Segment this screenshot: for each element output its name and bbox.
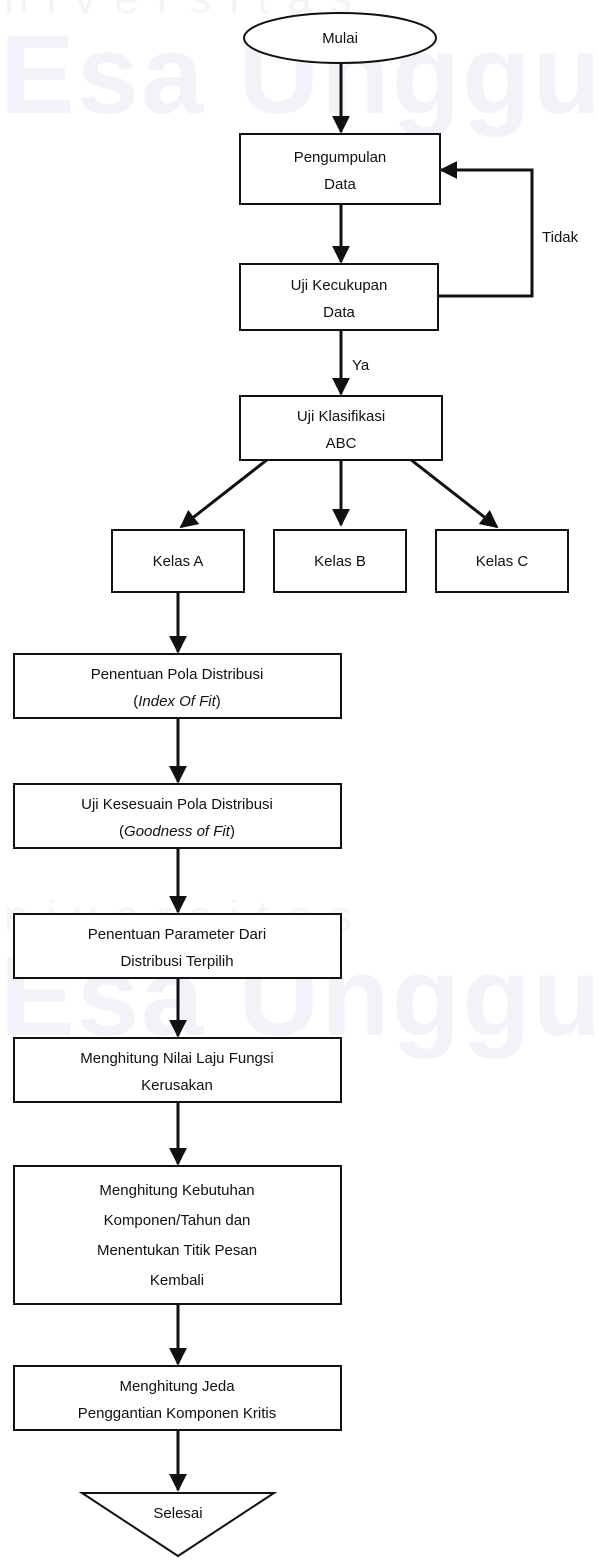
process-kelas-c: Kelas C	[435, 529, 569, 593]
node-line: Kelas A	[153, 553, 204, 570]
end-terminal: Selesai	[78, 1492, 278, 1558]
paren-close: )	[216, 693, 221, 710]
node-line: Uji Kecukupan	[291, 277, 388, 294]
node-line: Penentuan Parameter Dari	[88, 926, 266, 943]
node-line: Uji Klasifikasi	[297, 408, 385, 425]
paren-open: (	[119, 823, 124, 840]
node-line: Kelas B	[314, 553, 366, 570]
node-line: Penentuan Pola Distribusi	[91, 666, 264, 683]
node-line: Kerusakan	[141, 1077, 213, 1094]
process-uji-klasifikasi-abc-box: Uji Klasifikasi ABC	[239, 395, 443, 461]
process-menghitung-laju: Menghitung Nilai Laju Fungsi Kerusakan	[13, 1037, 342, 1103]
node-line: Penggantian Komponen Kritis	[78, 1405, 276, 1422]
italic-term: Index Of Fit	[138, 693, 216, 710]
process-penentuan-parameter: Penentuan Parameter Dari Distribusi Terp…	[13, 913, 342, 979]
node-line: Kelas C	[476, 553, 529, 570]
node-line: ABC	[326, 435, 357, 452]
italic-term: Goodness of Fit	[124, 823, 231, 840]
process-pengumpulan-data: Pengumpulan Data	[239, 133, 441, 205]
process-uji-kesesuaian: Uji Kesesuain Pola Distribusi (Goodness …	[13, 783, 342, 849]
node-line: Data	[323, 304, 355, 321]
node-line: Menentukan Titik Pesan	[97, 1242, 257, 1259]
node-line: Menghitung Jeda	[119, 1378, 235, 1395]
process-kelas-b: Kelas B	[273, 529, 407, 593]
node-line: Komponen/Tahun dan	[104, 1212, 251, 1229]
node-line: Uji Kesesuain Pola Distribusi	[81, 796, 273, 813]
node-line: Menghitung Nilai Laju Fungsi	[80, 1050, 273, 1067]
connectors	[169, 62, 534, 1492]
process-penentuan-pola-distribusi: Penentuan Pola Distribusi (Index Of Fit)	[13, 653, 342, 719]
end-label: Selesai	[153, 1505, 202, 1522]
process-uji-kecukupan-data: Uji Kecukupan Data	[239, 263, 439, 331]
node-line: Distribusi Terpilih	[120, 953, 233, 970]
node-line-italic: (Goodness of Fit)	[119, 823, 235, 840]
edge-label-tidak: Tidak	[542, 229, 579, 246]
arrow-loop-tidak	[438, 161, 534, 298]
process-menghitung-jeda: Menghitung Jeda Penggantian Komponen Kri…	[13, 1365, 342, 1431]
node-line: Kembali	[150, 1272, 204, 1289]
node-line-italic: (Index Of Fit)	[133, 693, 221, 710]
paren-close: )	[230, 823, 235, 840]
paren-open: (	[133, 693, 138, 710]
process-kelas-a: Kelas A	[111, 529, 245, 593]
node-line: Menghitung Kebutuhan	[99, 1182, 254, 1199]
node-line: Data	[324, 176, 356, 193]
process-menghitung-kebutuhan: Menghitung Kebutuhan Komponen/Tahun dan …	[13, 1165, 342, 1305]
edge-label-ya: Ya	[352, 357, 370, 374]
start-terminal: Mulai	[243, 12, 437, 64]
start-label: Mulai	[322, 30, 358, 47]
node-line: Pengumpulan	[294, 149, 387, 166]
